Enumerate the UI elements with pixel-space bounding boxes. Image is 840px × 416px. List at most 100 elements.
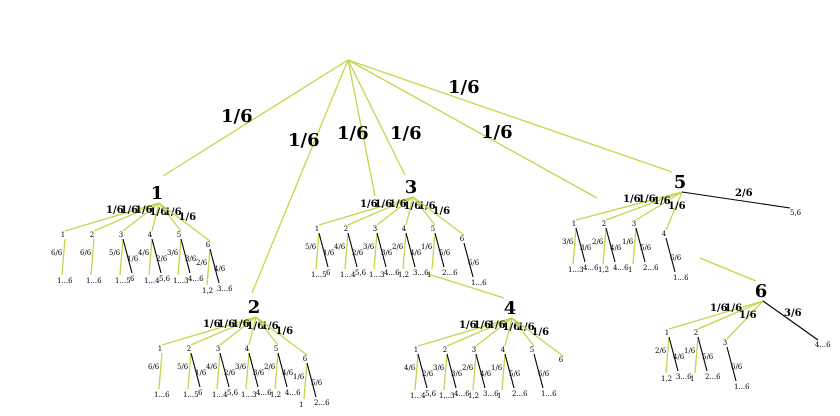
branch-1-1 <box>64 202 160 232</box>
branch-label: 1/6 <box>106 205 124 216</box>
black-leaf-edge <box>575 227 586 263</box>
black-prob: 2/6 <box>352 249 364 257</box>
green-leaf: 1...4 <box>212 391 228 399</box>
branch-3-5 <box>412 196 436 226</box>
black-prob: 2/6 <box>224 369 236 377</box>
black-leaf: 5,6 <box>355 269 367 277</box>
outcome-2: 2 <box>90 231 94 239</box>
black-leaf: 4...6 <box>583 264 599 272</box>
green-leaf-edge <box>148 238 153 276</box>
black-leaf: 1...6 <box>471 279 487 287</box>
black-leaf: 3...6 <box>217 285 233 293</box>
branch-5-3 <box>635 191 683 221</box>
black-prob: 3/6 <box>253 369 265 377</box>
black-prob: 5/6 <box>509 370 521 378</box>
black-leaf: 4...6 <box>256 389 272 397</box>
green-leaf: 1 <box>690 375 694 383</box>
outcome-1: 1 <box>414 346 418 354</box>
black-leaf-edge <box>446 353 457 389</box>
green-leaf-edge <box>402 232 407 270</box>
green-prob: 1/6 <box>293 373 305 381</box>
green-leaf: 1,2 <box>398 271 409 279</box>
branch-4-1 <box>417 317 513 347</box>
outcome-4: 4 <box>245 345 250 353</box>
black-leaf: 2...6 <box>643 264 659 272</box>
black-prob: 1/6 <box>323 249 335 257</box>
root-edge-3 <box>347 59 406 176</box>
green-leaf-edge <box>665 336 670 374</box>
outcome-4: 4 <box>662 230 667 238</box>
branch-1-6 <box>158 202 211 242</box>
black-leaf: 4...6 <box>454 390 470 398</box>
branch-2-3 <box>219 316 257 346</box>
extra-branch-label: 3/6 <box>784 308 802 319</box>
outcome-3: 3 <box>216 345 220 353</box>
outcome-1: 1 <box>61 231 65 239</box>
branch-4-5 <box>511 317 535 347</box>
root-edge-6 <box>699 257 757 282</box>
black-leaf-edge <box>605 227 616 263</box>
extra-leaf: 4...6 <box>815 341 831 349</box>
black-leaf: 2...6 <box>314 399 330 407</box>
branch-label: 1/6 <box>710 303 728 314</box>
green-leaf-edge <box>315 232 320 270</box>
green-prob: 6/6 <box>148 363 160 371</box>
green-leaf-edge <box>177 238 182 276</box>
branch-label: 1/6 <box>404 201 422 212</box>
black-prob: 6/6 <box>731 363 743 371</box>
outcome-3: 3 <box>632 220 636 228</box>
outcome-6: 6 <box>206 241 211 249</box>
branch-2-6 <box>255 316 308 356</box>
green-leaf: 1...6 <box>86 277 102 285</box>
subtree-node-5: 5 <box>674 172 687 193</box>
branch-label: 1/6 <box>488 320 506 331</box>
branch-label: 1/6 <box>725 303 743 314</box>
branch-label: 1/6 <box>389 199 407 210</box>
green-prob: 2/6 <box>592 238 604 246</box>
green-leaf-edge <box>303 362 308 400</box>
green-leaf-edge <box>158 352 163 390</box>
green-prob: 5/6 <box>109 249 121 257</box>
branch-label: 1/6 <box>247 321 265 332</box>
green-leaf: 1...3 <box>568 266 584 274</box>
branch-label: 1/6 <box>375 199 393 210</box>
root-edge-label: 1/6 <box>448 77 480 98</box>
green-leaf-edge <box>61 238 66 276</box>
outcome-1: 1 <box>315 225 319 233</box>
subtree-node-2: 2 <box>248 297 261 318</box>
green-leaf: 1...3 <box>439 392 455 400</box>
outcome-3: 3 <box>119 231 123 239</box>
outcome-2: 2 <box>602 220 606 228</box>
black-leaf: 2...6 <box>512 390 528 398</box>
outcome-5: 5 <box>431 225 435 233</box>
green-leaf-edge <box>90 238 95 276</box>
black-leaf: 3...6 <box>413 269 429 277</box>
black-leaf: 4...6 <box>188 275 204 283</box>
subtree-node-4: 4 <box>504 298 517 319</box>
black-leaf-edge <box>306 362 317 398</box>
branch-6-2 <box>697 300 764 330</box>
green-leaf: 1...6 <box>154 391 170 399</box>
green-prob: 3/6 <box>363 243 375 251</box>
green-leaf-edge <box>472 353 477 391</box>
black-leaf: 2...6 <box>442 269 458 277</box>
black-leaf-edge <box>151 238 162 274</box>
outcome-3: 3 <box>472 346 476 354</box>
branch-label: 1/6 <box>532 327 550 338</box>
black-leaf: 2...6 <box>705 373 721 381</box>
green-prob: 3/6 <box>433 364 445 372</box>
black-leaf-edge <box>219 352 230 388</box>
green-prob: 3/6 <box>562 238 574 246</box>
black-leaf-edge <box>697 336 708 372</box>
outcome-6: 6 <box>559 356 564 364</box>
black-leaf: 1...6 <box>673 274 689 282</box>
black-leaf-edge <box>533 353 544 389</box>
black-prob: 4/6 <box>282 369 294 377</box>
green-leaf-edge <box>632 227 637 265</box>
branch-4-4 <box>504 317 513 347</box>
green-leaf: 1 <box>427 271 431 279</box>
black-prob: 3/6 <box>451 370 463 378</box>
green-leaf-edge <box>694 336 699 374</box>
green-leaf-edge <box>431 232 436 270</box>
